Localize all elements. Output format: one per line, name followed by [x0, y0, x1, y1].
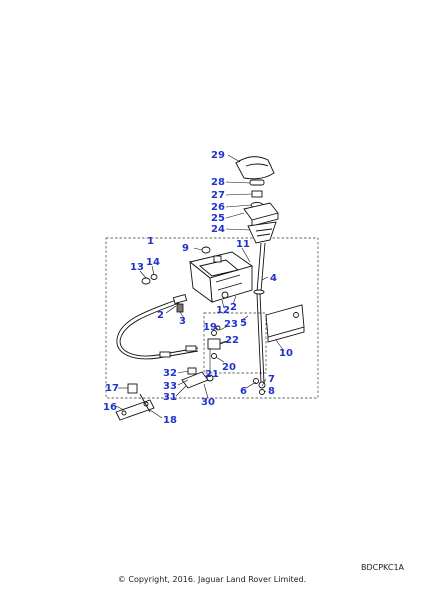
- callout-2a: 2: [157, 310, 164, 321]
- callout-23: 23: [224, 319, 238, 330]
- mounting-block: [127, 383, 138, 394]
- mounting-strap: [115, 399, 155, 421]
- bracket-plate: [265, 304, 305, 338]
- callout-1: 1: [147, 236, 154, 247]
- callout-24: 24: [211, 224, 225, 235]
- grommet-part: [201, 246, 211, 254]
- callout-10: 10: [279, 348, 293, 359]
- callout-29: 29: [211, 150, 225, 161]
- callout-16: 16: [103, 402, 117, 413]
- callout-12: 12: [216, 305, 230, 316]
- assembly-group-outline: [105, 237, 319, 399]
- nut-part: [251, 190, 263, 198]
- callout-32: 32: [163, 368, 177, 379]
- callout-11: 11: [236, 239, 250, 250]
- callout-26: 26: [211, 202, 225, 213]
- shift-cable: [116, 299, 199, 360]
- callout-33: 33: [163, 381, 177, 392]
- callout-2b: 2: [230, 302, 237, 313]
- callout-8: 8: [268, 386, 275, 397]
- callout-13: 13: [130, 262, 144, 273]
- callout-22: 22: [225, 335, 239, 346]
- selector-rod: [256, 293, 262, 384]
- callout-31: 31: [163, 392, 177, 403]
- callout-5: 5: [240, 318, 247, 329]
- callout-20: 20: [222, 362, 236, 373]
- callout-30: 30: [201, 397, 215, 408]
- callout-3: 3: [179, 316, 186, 327]
- knob-body: [243, 202, 279, 221]
- cable-clip-part: [141, 277, 151, 285]
- callout-14: 14: [146, 257, 160, 268]
- callout-7: 7: [268, 374, 275, 385]
- callout-25: 25: [211, 213, 225, 224]
- callout-9: 9: [182, 243, 189, 254]
- callout-19: 19: [203, 322, 217, 333]
- callout-21: 21: [205, 369, 219, 380]
- pivot-bracket: [207, 338, 221, 350]
- clip-part: [249, 179, 265, 186]
- callout-27: 27: [211, 190, 225, 201]
- knob-cover: [235, 156, 275, 180]
- callout-6: 6: [240, 386, 247, 397]
- gaiter-part: [247, 221, 277, 244]
- copyright-notice: © Copyright, 2016. Jaguar Land Rover Lim…: [117, 575, 307, 584]
- callout-17: 17: [105, 383, 119, 394]
- subassembly-group-outline: [203, 312, 267, 374]
- gear-lever: [256, 242, 262, 293]
- diagram-code: BDCPKC1A: [360, 563, 404, 572]
- callout-4: 4: [270, 273, 277, 284]
- cable-adjuster: [176, 303, 184, 313]
- callout-28: 28: [211, 177, 225, 188]
- callout-18: 18: [163, 415, 177, 426]
